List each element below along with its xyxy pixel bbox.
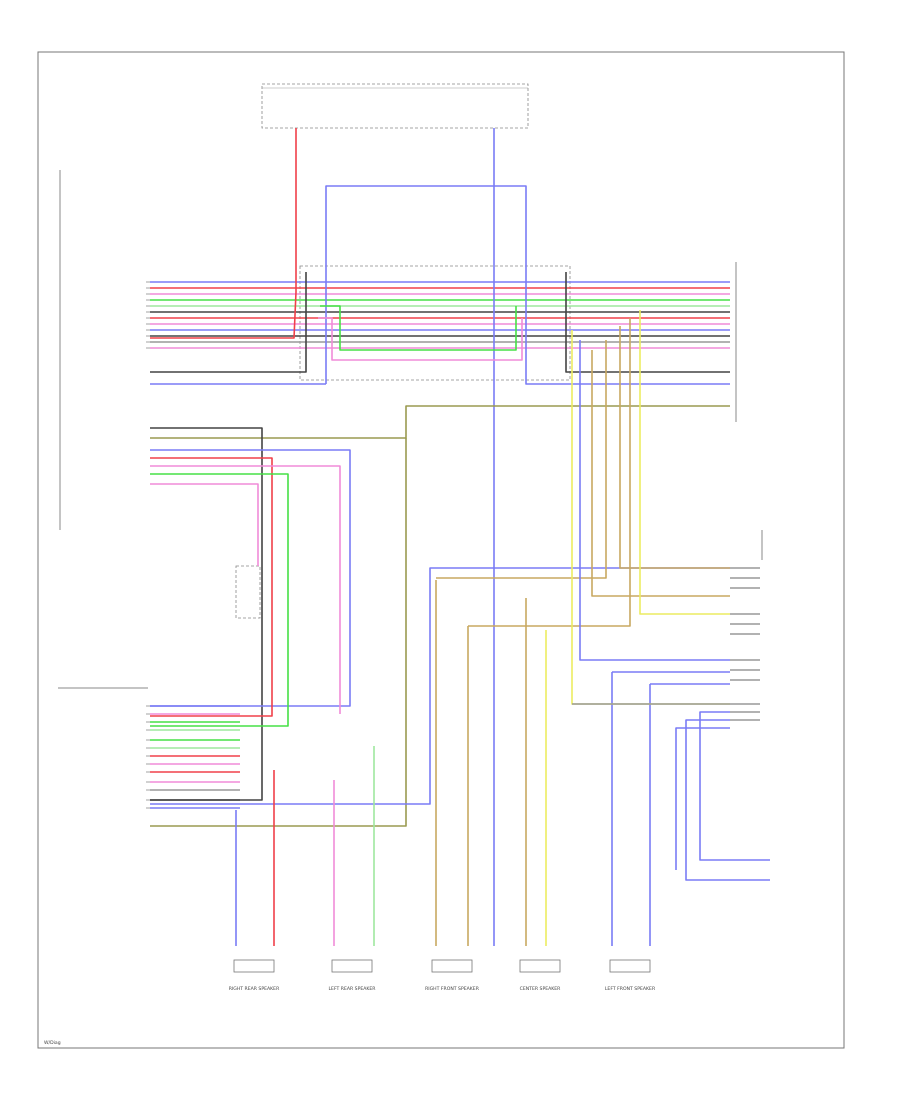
- signal-wire-olive-2: [150, 438, 407, 827]
- inner-loop-wire-black: [150, 272, 307, 373]
- fuse-feed-wire-red: [150, 128, 297, 339]
- mid-block-wire-red: [150, 457, 273, 717]
- speaker-1: LEFT REAR SPEAKER: [328, 959, 376, 992]
- diagram-frame: [37, 51, 845, 1049]
- right-lower-blue-1: [699, 711, 770, 861]
- pin-tick-layer: [146, 281, 150, 809]
- footer-code: W/Diag: [44, 1040, 61, 1046]
- right-feed-blue-1: [579, 340, 730, 661]
- mid-block-wire-pink: [150, 465, 341, 714]
- signal-wire-olive: [150, 405, 730, 439]
- speaker-label: LEFT REAR SPEAKER: [328, 986, 376, 992]
- right-lower-blue-2: [685, 719, 770, 881]
- right-feed-tan-1: [619, 326, 730, 569]
- right-feed-tan-2: [436, 340, 607, 579]
- lower-left-module: [235, 565, 261, 619]
- speaker-label: RIGHT REAR SPEAKER: [229, 986, 280, 992]
- right-lower-blue-3: [675, 727, 730, 870]
- mid-block-wire-pink-2: [150, 483, 259, 566]
- speaker-label: RIGHT FRONT SPEAKER: [425, 986, 480, 992]
- long-blue-wire: [150, 567, 730, 805]
- right-feed-yellow-2: [571, 330, 730, 705]
- center-connector-box: [299, 265, 571, 381]
- speaker-0: RIGHT REAR SPEAKER: [229, 959, 280, 992]
- fuse-box: [261, 83, 529, 129]
- inner-loop-wire-black-2: [565, 272, 730, 373]
- speaker-layer: RIGHT REAR SPEAKER LEFT REAR SPEAKER RIGHT…: [229, 959, 656, 992]
- inner-loop-wire-pink: [318, 317, 523, 361]
- right-feed-tan-4: [468, 318, 631, 627]
- mid-block-wire-green: [150, 473, 289, 727]
- speaker-2: RIGHT FRONT SPEAKER: [425, 959, 480, 992]
- speaker-label: CENTER SPEAKER: [520, 986, 562, 992]
- mid-block-wire-blue: [150, 449, 351, 707]
- top-loop-wire: [325, 185, 730, 385]
- speaker-4: LEFT FRONT SPEAKER: [605, 959, 656, 992]
- right-feed-yellow-1: [639, 310, 730, 615]
- right-feed-tan-3: [591, 350, 730, 597]
- wire-layer: [150, 128, 770, 946]
- inner-loop-wire-green: [320, 305, 517, 351]
- speaker-label: LEFT FRONT SPEAKER: [605, 986, 656, 992]
- speaker-3: CENTER SPEAKER: [519, 959, 562, 992]
